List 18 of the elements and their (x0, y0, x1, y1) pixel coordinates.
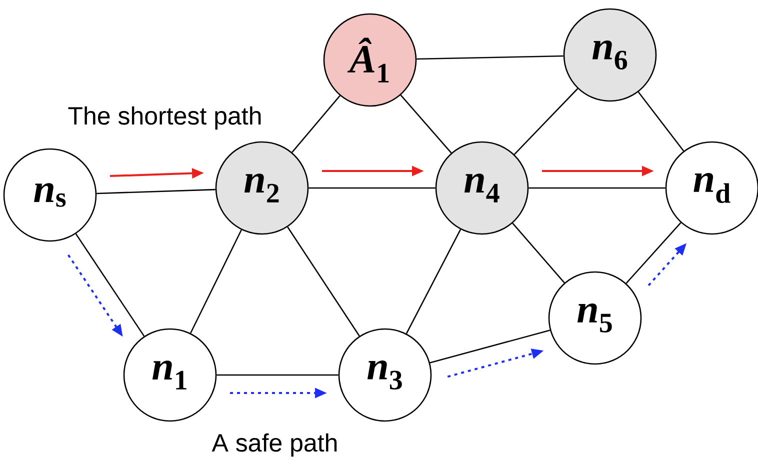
connector-line (96, 188, 216, 194)
connector-line (528, 187, 666, 189)
connector-line (75, 233, 145, 337)
connector-line (292, 95, 340, 153)
connector-line (626, 222, 682, 284)
connector-line (406, 229, 462, 334)
connector-line (512, 222, 565, 284)
connector-line (400, 94, 452, 154)
path-label: The shortest path (68, 106, 261, 130)
connector-line (287, 226, 360, 336)
connector-line (430, 330, 550, 364)
connector-line (308, 187, 436, 189)
connector-line (638, 92, 684, 152)
connector-line (190, 230, 242, 334)
path-label: A safe path (212, 433, 337, 457)
connector-line (416, 55, 564, 60)
connector-line (216, 374, 338, 376)
connector-line (514, 88, 578, 155)
